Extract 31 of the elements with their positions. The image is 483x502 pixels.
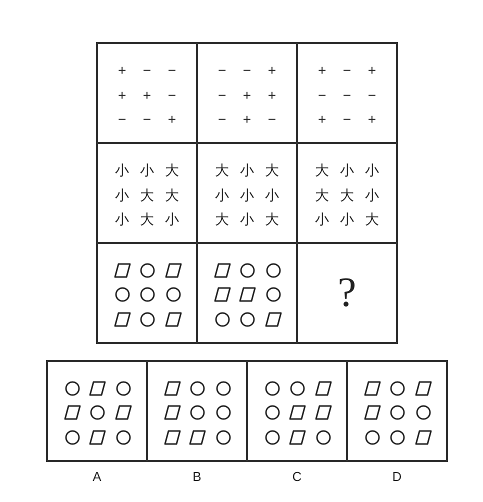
answer-option-cell (46, 360, 148, 462)
puzzle-cell (296, 242, 398, 344)
question-mark: ? (338, 271, 356, 315)
symbol-row: + − + (318, 111, 376, 127)
puzzle-cell (96, 42, 198, 144)
option-letter: D (392, 469, 402, 484)
option-letter: A (92, 469, 102, 484)
character-row: 小 大 小 (115, 211, 179, 227)
answer-option-cell (146, 360, 248, 462)
symbol-row: − − + (218, 62, 276, 78)
option-letter: B (192, 469, 202, 484)
puzzle-cell (96, 242, 198, 344)
symbol-row: + + − (118, 86, 176, 102)
answer-option-cell (246, 360, 348, 462)
symbol-row: − − + (118, 111, 176, 127)
character-row: 大 大 小 (315, 186, 379, 202)
symbol-row: − + + (218, 86, 276, 102)
character-row: 小 大 大 (115, 186, 179, 202)
symbol-row: − + − (218, 111, 276, 127)
character-row: 大 小 大 (215, 162, 279, 178)
character-row: 小 小 大 (115, 162, 179, 178)
character-row: 小 小 大 (315, 211, 379, 227)
symbol-row: + − − (118, 62, 176, 78)
symbol-row: − − − (318, 86, 376, 102)
character-row: 大 小 大 (215, 211, 279, 227)
character-row: 小 小 小 (215, 186, 279, 202)
option-letter: C (292, 469, 302, 484)
puzzle-cell (296, 42, 398, 144)
answer-option-cell (346, 360, 448, 462)
symbol-row: + − + (318, 62, 376, 78)
character-row: 大 小 小 (315, 162, 379, 178)
